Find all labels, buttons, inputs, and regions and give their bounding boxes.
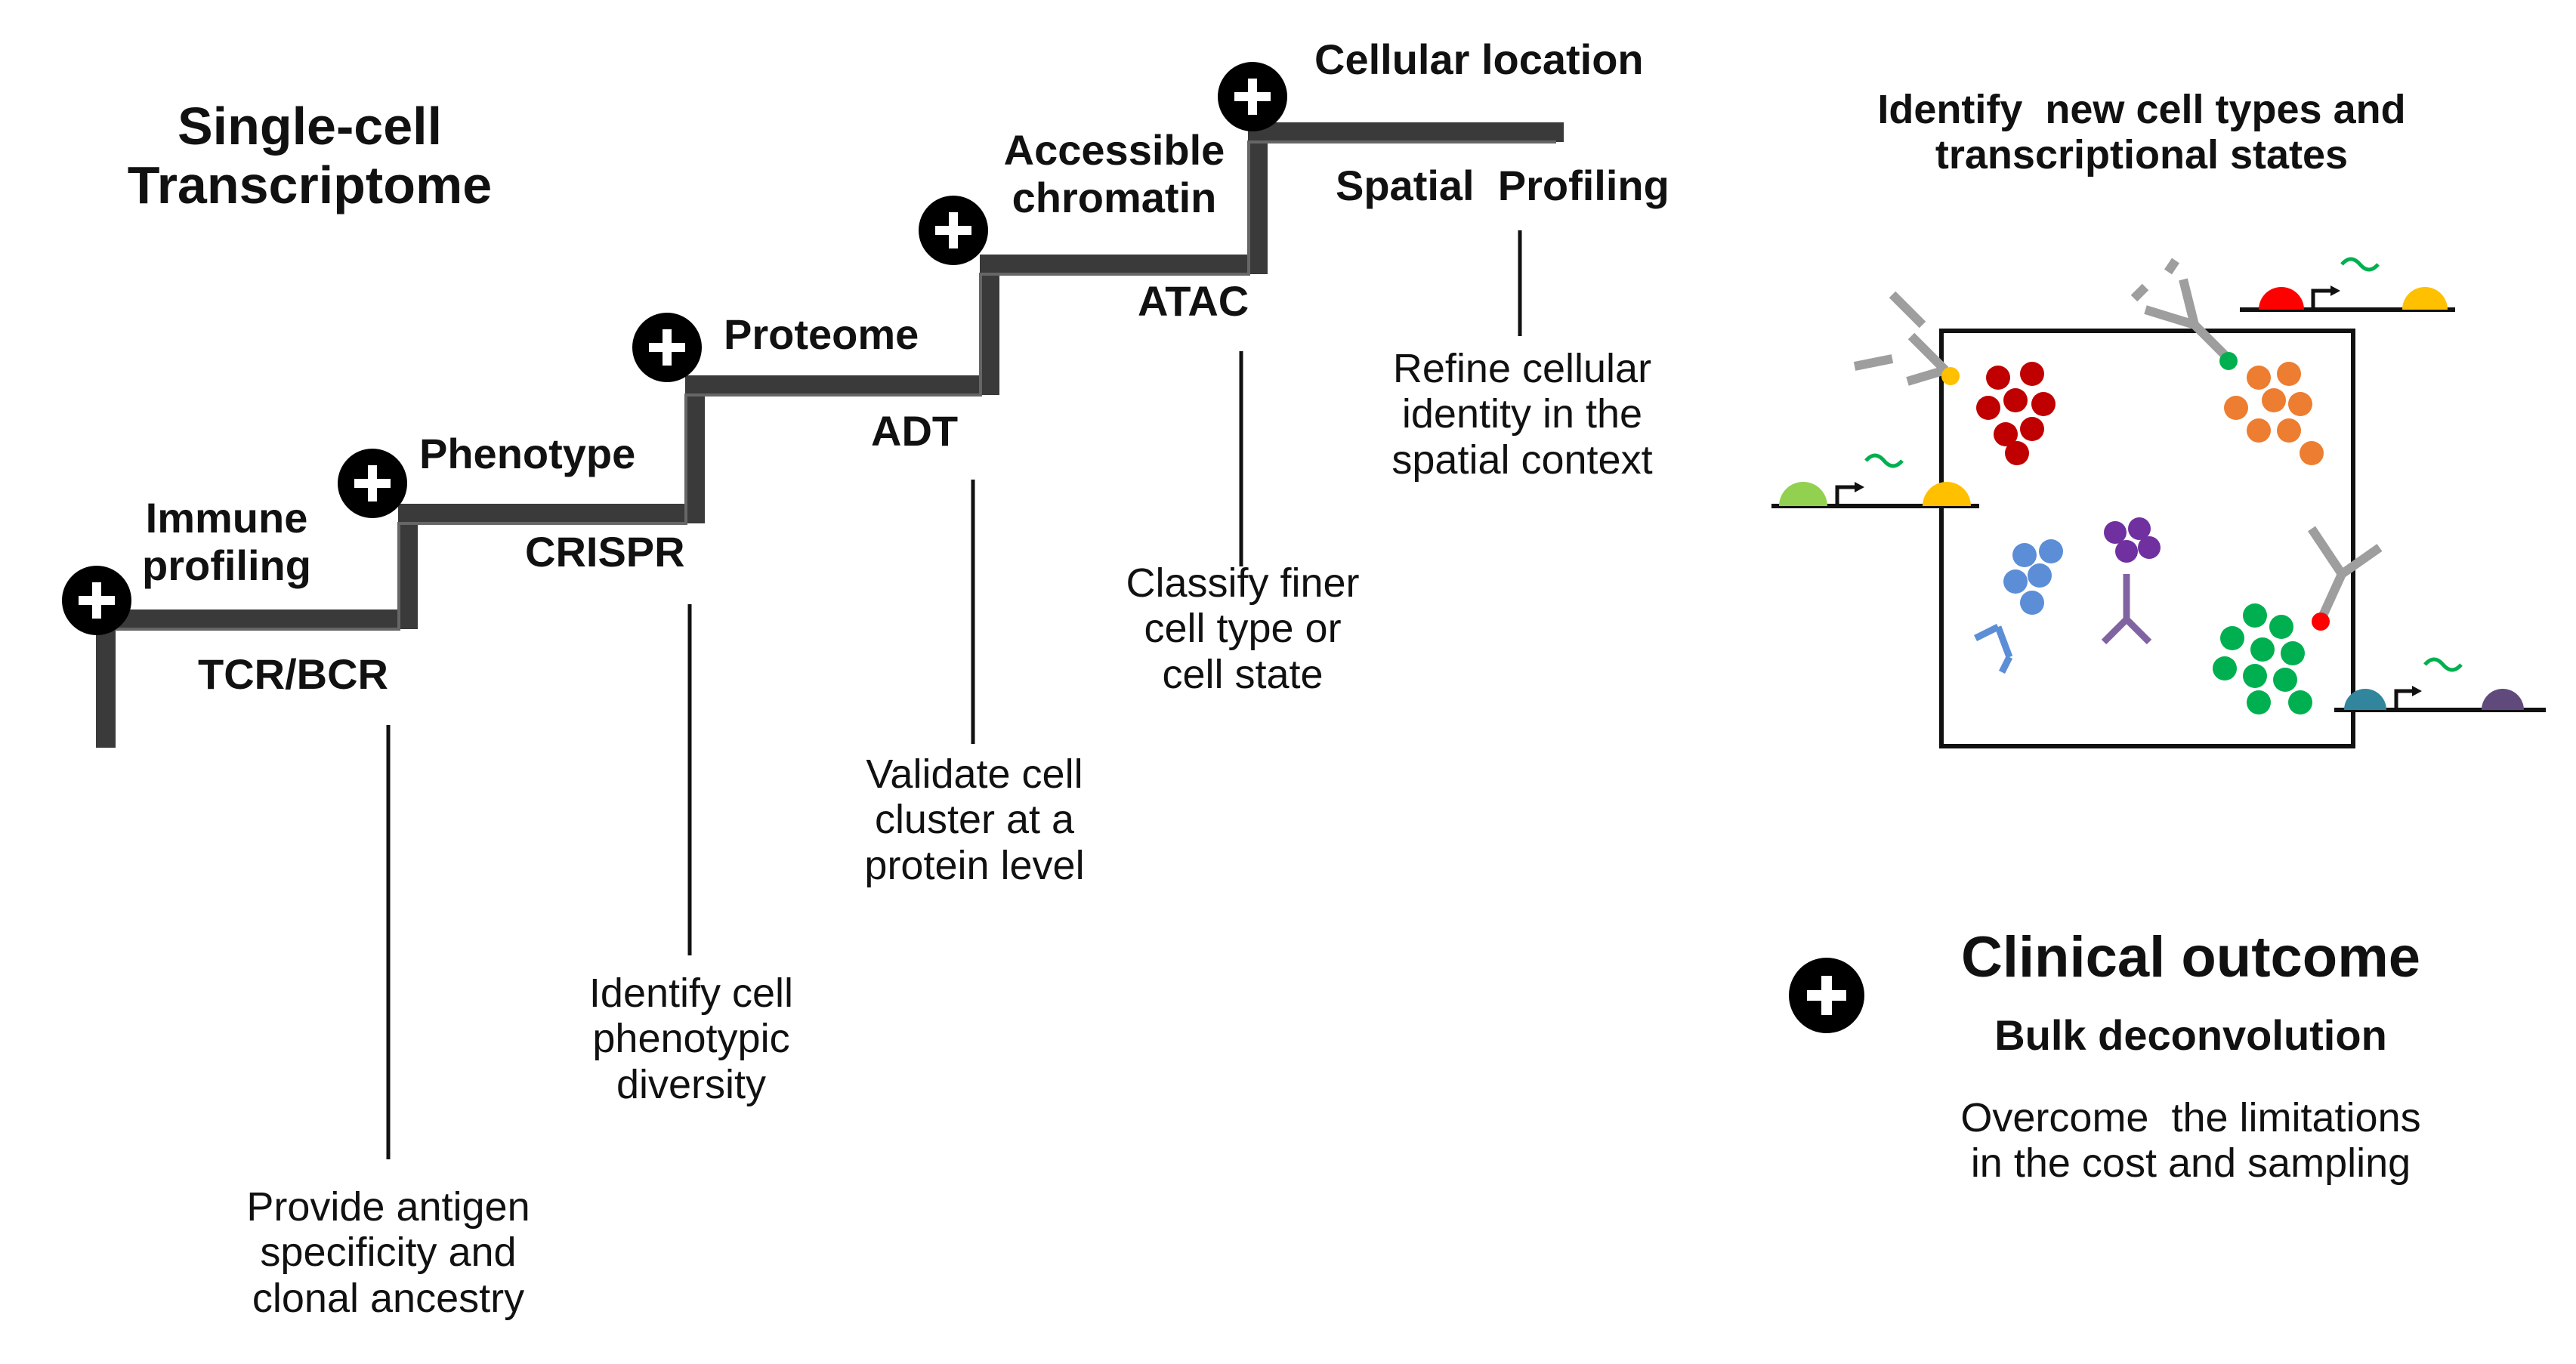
assay-label-atac: ATAC: [1138, 277, 1249, 325]
plus-icon: [919, 196, 988, 265]
antibody-tag-red: [2312, 613, 2330, 631]
tissue-frame: [1939, 329, 2355, 748]
step-label-immune-profiling: Immune profiling: [142, 494, 311, 589]
antibody-icon: [2130, 258, 2229, 359]
description-crispr: Identify cell phenotypic diversity: [588, 971, 794, 1107]
plus-icon: [1218, 62, 1287, 131]
clinical-outcome-subtitle: Bulk deconvolution: [1994, 1011, 2387, 1059]
description-adt: Validate cell cluster at a protein level: [864, 751, 1085, 888]
antibody-icon-blue: [1973, 623, 2013, 674]
cell-cluster-blue: [2003, 539, 2063, 615]
assay-label-tcr-bcr: TCR/BCR: [198, 650, 388, 698]
description-spatial: Refine cellular identity in the spatial …: [1391, 346, 1653, 483]
assay-label-crispr: CRISPR: [525, 528, 685, 576]
clinical-outcome-description: Overcome the limitations in the cost and…: [1960, 1095, 2421, 1187]
plus-icon: [1789, 958, 1864, 1033]
antibody-tag-yellow: [1941, 367, 1960, 385]
assay-label-spatial-profiling: Spatial Profiling: [1336, 162, 1669, 209]
clinical-outcome-title: Clinical outcome: [1960, 925, 2421, 989]
step-label-accessible-chromatin: Accessible chromatin: [1003, 126, 1225, 221]
description-atac: Classify finer cell type or cell state: [1126, 560, 1360, 697]
cell-cluster-purple: [2104, 517, 2161, 563]
gene-construct-icon: [2240, 257, 2455, 312]
antibody-icon-purple: [2101, 574, 2152, 645]
cell-cluster-red: [1976, 362, 2056, 465]
plus-icon: [632, 313, 702, 382]
diagram-title: Single-cell Transcriptome: [127, 97, 493, 215]
plus-icon: [338, 449, 407, 518]
step-label-phenotype: Phenotype: [419, 430, 636, 477]
right-panel-heading: Identify new cell types and transcriptio…: [1877, 87, 2406, 178]
gene-construct-icon: [1771, 453, 1979, 508]
antibody-icon: [1853, 291, 1949, 386]
assay-label-adt: ADT: [871, 407, 959, 455]
step-label-proteome: Proteome: [724, 310, 919, 358]
staircase-path: [102, 122, 1564, 629]
staircase-bevel: [102, 140, 1556, 631]
description-tcr-bcr: Provide antigen specificity and clonal a…: [246, 1184, 530, 1321]
antibody-tag-green: [2219, 352, 2238, 370]
cell-cluster-orange: [2224, 362, 2324, 465]
cell-cluster-green: [2213, 603, 2312, 714]
gene-construct-icon: [2334, 657, 2546, 712]
plus-icon: [62, 566, 131, 635]
antibody-icon: [2308, 526, 2383, 618]
step-label-cellular-location: Cellular location: [1314, 35, 1644, 83]
